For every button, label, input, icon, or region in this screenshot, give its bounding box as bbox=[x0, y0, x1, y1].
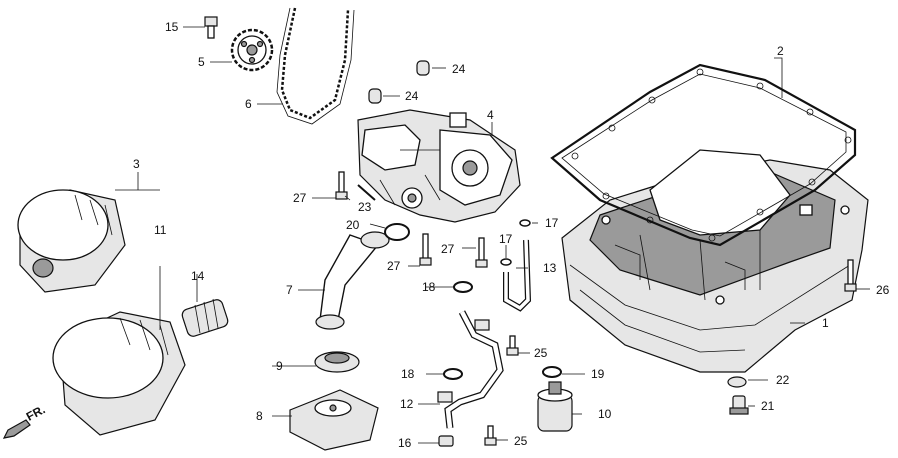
bolt-25-a bbox=[506, 335, 519, 356]
callout-6: 6 bbox=[245, 97, 252, 111]
callout-13: 13 bbox=[543, 261, 557, 275]
oil-strainer-pipe bbox=[315, 231, 390, 330]
callout-17-upper: 17 bbox=[545, 216, 559, 230]
callout-17-lower: 17 bbox=[499, 232, 513, 246]
oil-pan-gasket bbox=[550, 63, 857, 247]
callout-25-lower: 25 bbox=[514, 434, 528, 448]
bolt-27-a bbox=[335, 171, 348, 200]
sprocket bbox=[230, 28, 274, 72]
washer-18-lower bbox=[443, 368, 463, 380]
callout-4: 4 bbox=[487, 108, 494, 122]
washer-22 bbox=[727, 376, 747, 388]
threaded-pipe bbox=[181, 298, 229, 337]
oil-filter-upper bbox=[17, 189, 126, 293]
front-direction-arrow-icon bbox=[2, 419, 31, 439]
callout-22: 22 bbox=[776, 373, 790, 387]
callout-23: 23 bbox=[358, 200, 372, 214]
washer-19 bbox=[542, 366, 562, 378]
callout-8: 8 bbox=[256, 409, 263, 423]
dowel-pin-upper bbox=[416, 60, 430, 76]
leader-lines bbox=[115, 26, 870, 444]
callout-1: 1 bbox=[822, 316, 829, 330]
strainer-seal bbox=[314, 351, 360, 373]
callout-10: 10 bbox=[598, 407, 612, 421]
callout-27-middle: 27 bbox=[387, 259, 401, 273]
callout-2: 2 bbox=[777, 44, 784, 58]
oil-filter-lower bbox=[52, 311, 186, 436]
bolt-27-c bbox=[475, 237, 488, 268]
oil-strainer bbox=[289, 389, 379, 451]
pin-23 bbox=[357, 184, 376, 201]
oil-pressure-switch bbox=[537, 381, 573, 432]
bolt-27-b bbox=[419, 233, 432, 266]
oil-pipe-small bbox=[503, 239, 532, 312]
oil-pipe bbox=[437, 310, 504, 429]
washer-17-lower bbox=[500, 258, 512, 266]
callout-25-upper: 25 bbox=[534, 346, 548, 360]
oil-pan bbox=[561, 149, 869, 373]
callout-18-lower: 18 bbox=[401, 367, 415, 381]
callout-27-left: 27 bbox=[293, 191, 307, 205]
callout-5: 5 bbox=[198, 55, 205, 69]
callout-12: 12 bbox=[400, 397, 414, 411]
sprocket-bolt bbox=[204, 16, 218, 39]
callout-15: 15 bbox=[165, 20, 179, 34]
callout-26: 26 bbox=[876, 283, 890, 297]
washer-18-upper bbox=[453, 281, 473, 293]
callout-9: 9 bbox=[276, 359, 283, 373]
callout-14: 14 bbox=[191, 269, 205, 283]
oil-pump bbox=[357, 109, 521, 223]
callout-21: 21 bbox=[761, 399, 775, 413]
callout-24-upper: 24 bbox=[452, 62, 466, 76]
bolt-25-b bbox=[484, 425, 497, 446]
callout-16: 16 bbox=[398, 436, 412, 450]
callout-3: 3 bbox=[133, 157, 140, 171]
dowel-pin-lower bbox=[368, 88, 382, 104]
callout-7: 7 bbox=[286, 283, 293, 297]
washer-17-upper bbox=[519, 219, 531, 227]
callout-18-upper: 18 bbox=[422, 280, 436, 294]
callout-19: 19 bbox=[591, 367, 605, 381]
callout-24-lower: 24 bbox=[405, 89, 419, 103]
callout-20: 20 bbox=[346, 218, 360, 232]
callout-27-right: 27 bbox=[441, 242, 455, 256]
o-ring bbox=[384, 223, 410, 241]
drive-chain bbox=[276, 7, 355, 125]
drain-bolt bbox=[729, 395, 749, 415]
nut-16 bbox=[438, 435, 454, 447]
bolt-26 bbox=[844, 259, 857, 292]
callout-11: 11 bbox=[154, 223, 167, 237]
